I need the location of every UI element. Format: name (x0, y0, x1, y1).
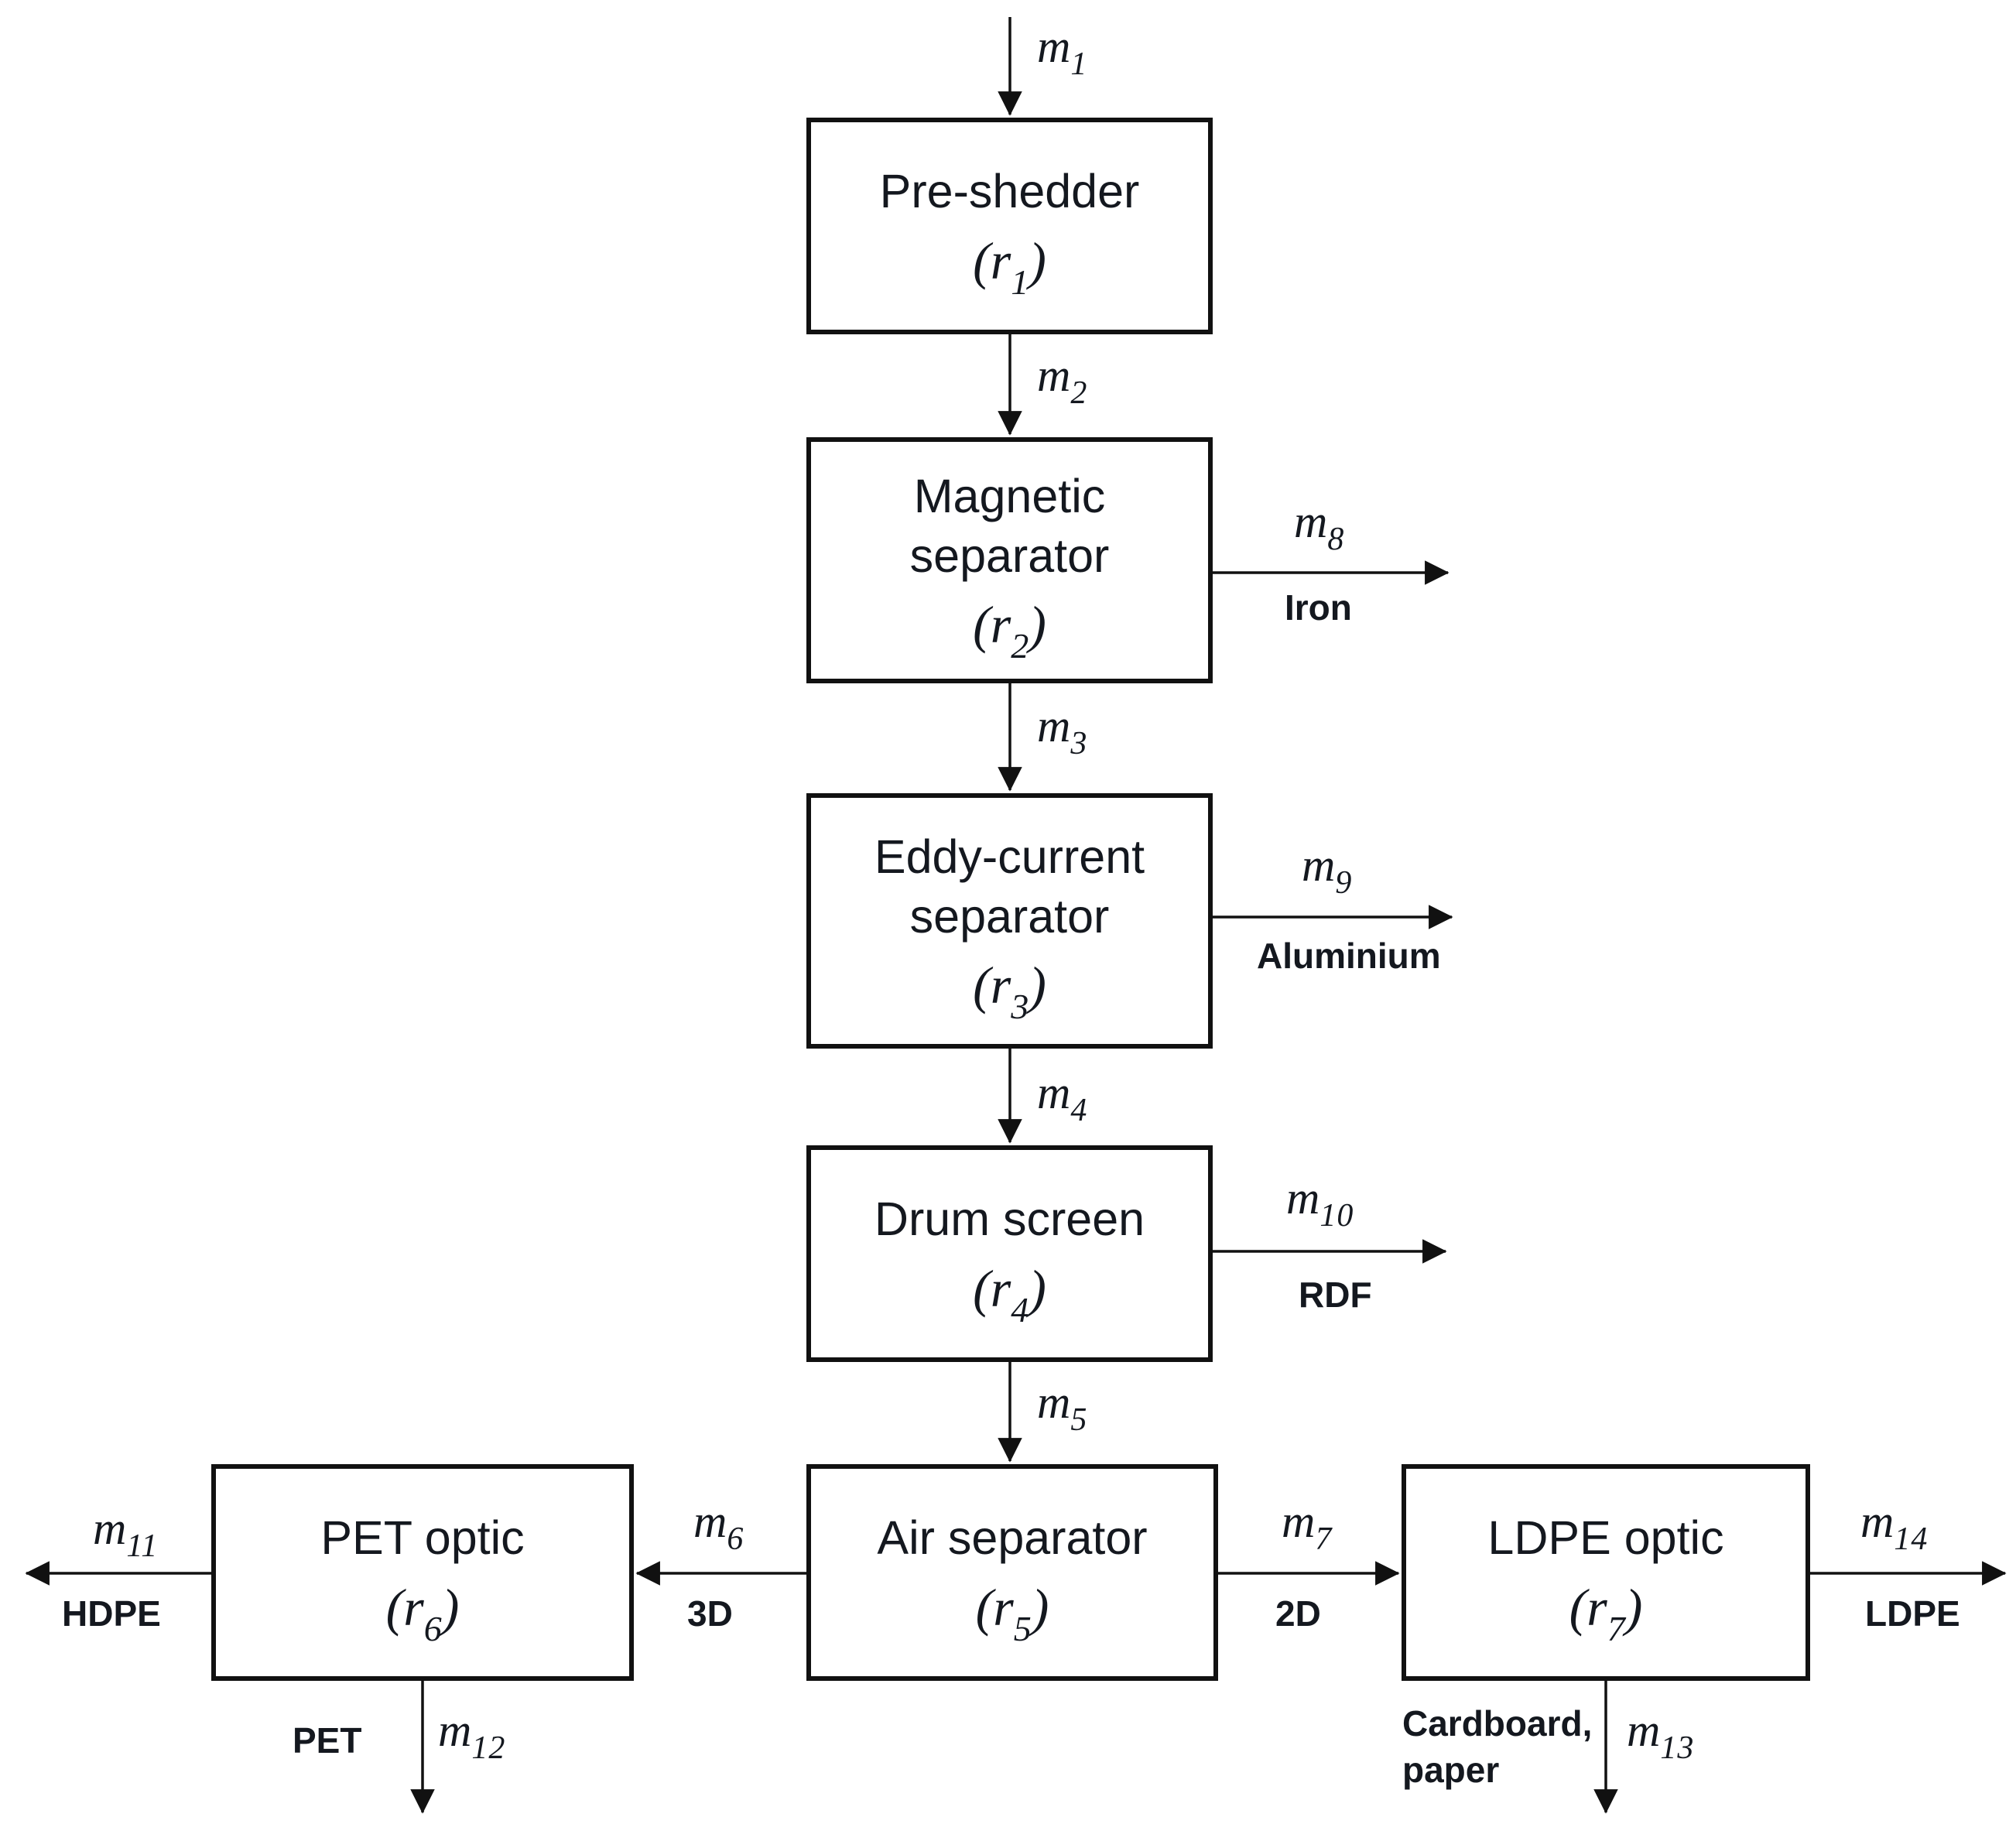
flow-label-m11: m11 (93, 1503, 159, 1564)
node-pre-shedder-r: (r1) (973, 231, 1046, 302)
node-drum-screen-label: Drum screen (874, 1193, 1145, 1246)
node-air-separator-r: (r5) (975, 1577, 1049, 1648)
flow-label-m7: m7 (1282, 1496, 1333, 1557)
node-magnetic-separator: Magnetic separator (r2) (806, 437, 1213, 683)
flow-label-m1: m1 (1037, 21, 1088, 82)
node-pre-shedder-label: Pre-shedder (879, 165, 1140, 218)
node-drum-screen-r: (r4) (973, 1258, 1046, 1330)
flow-label-m10: m10 (1286, 1172, 1354, 1234)
node-magnetic-separator-r: (r2) (973, 594, 1046, 666)
node-pre-shedder: Pre-shedder (r1) (806, 118, 1213, 334)
product-label-3d: 3D (687, 1593, 733, 1634)
flow-label-m8: m8 (1294, 496, 1345, 557)
flow-label-m14: m14 (1860, 1496, 1929, 1557)
product-label-hdpe: HDPE (62, 1593, 161, 1634)
node-magnetic-separator-label: Magnetic separator (909, 470, 1110, 582)
node-ldpe-optic: LDPE optic (r7) (1402, 1464, 1810, 1681)
node-pet-optic-label: PET optic (320, 1511, 525, 1565)
node-eddy-current-separator-r: (r3) (973, 955, 1046, 1026)
product-label-pet: PET (293, 1720, 362, 1761)
node-air-separator-label: Air separator (877, 1511, 1148, 1565)
flow-label-m13: m13 (1627, 1705, 1695, 1766)
flow-label-m12: m12 (438, 1705, 506, 1766)
product-label-cardboard-paper: Cardboard, paper (1402, 1703, 1593, 1790)
flow-label-m2: m2 (1037, 350, 1088, 411)
node-drum-screen: Drum screen (r4) (806, 1145, 1213, 1362)
flow-label-m9: m9 (1302, 840, 1353, 901)
flow-label-m3: m3 (1037, 700, 1088, 761)
node-eddy-current-separator: Eddy-current separator (r3) (806, 793, 1213, 1049)
product-label-2d: 2D (1275, 1593, 1321, 1634)
flow-label-m5: m5 (1037, 1377, 1088, 1438)
product-label-aluminium: Aluminium (1257, 936, 1441, 976)
node-ldpe-optic-r: (r7) (1569, 1577, 1643, 1648)
product-label-iron: Iron (1285, 587, 1352, 628)
node-pet-optic: PET optic (r6) (211, 1464, 634, 1681)
node-eddy-current-separator-label: Eddy-current separator (874, 830, 1145, 943)
node-air-separator: Air separator (r5) (806, 1464, 1218, 1681)
flow-label-m6: m6 (693, 1496, 744, 1557)
product-label-rdf: RDF (1299, 1275, 1372, 1315)
node-pet-optic-r: (r6) (385, 1577, 460, 1648)
flow-label-m4: m4 (1037, 1067, 1088, 1128)
node-ldpe-optic-label: LDPE optic (1487, 1511, 1724, 1565)
product-label-ldpe: LDPE (1865, 1593, 1960, 1634)
